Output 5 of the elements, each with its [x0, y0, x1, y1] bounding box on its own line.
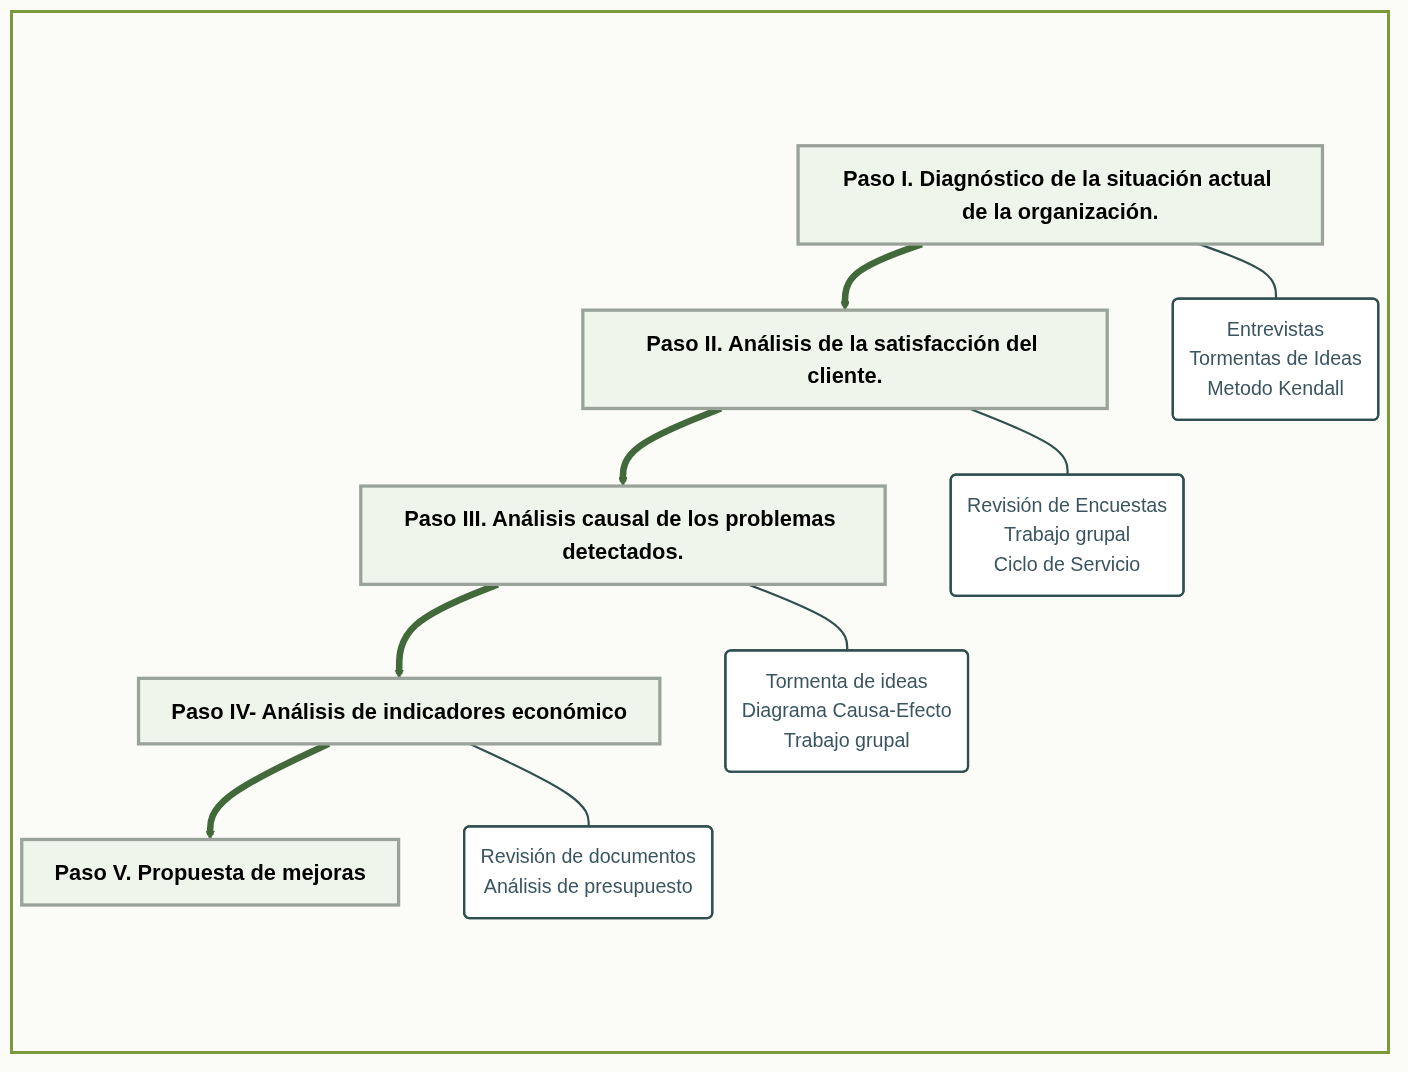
node-box: Paso I. Diagnóstico de la situación actual de la organización.: [796, 144, 1325, 246]
node-box: Paso IV- Análisis de indicadores económico: [136, 676, 662, 746]
node-box: Paso V. Propuesta de mejoras: [20, 837, 401, 907]
node-box: Paso II. Análisis de la satisfacción del cliente.: [581, 308, 1109, 411]
node-box: Paso III. Análisis causal de los problemas detectados.: [359, 484, 887, 587]
